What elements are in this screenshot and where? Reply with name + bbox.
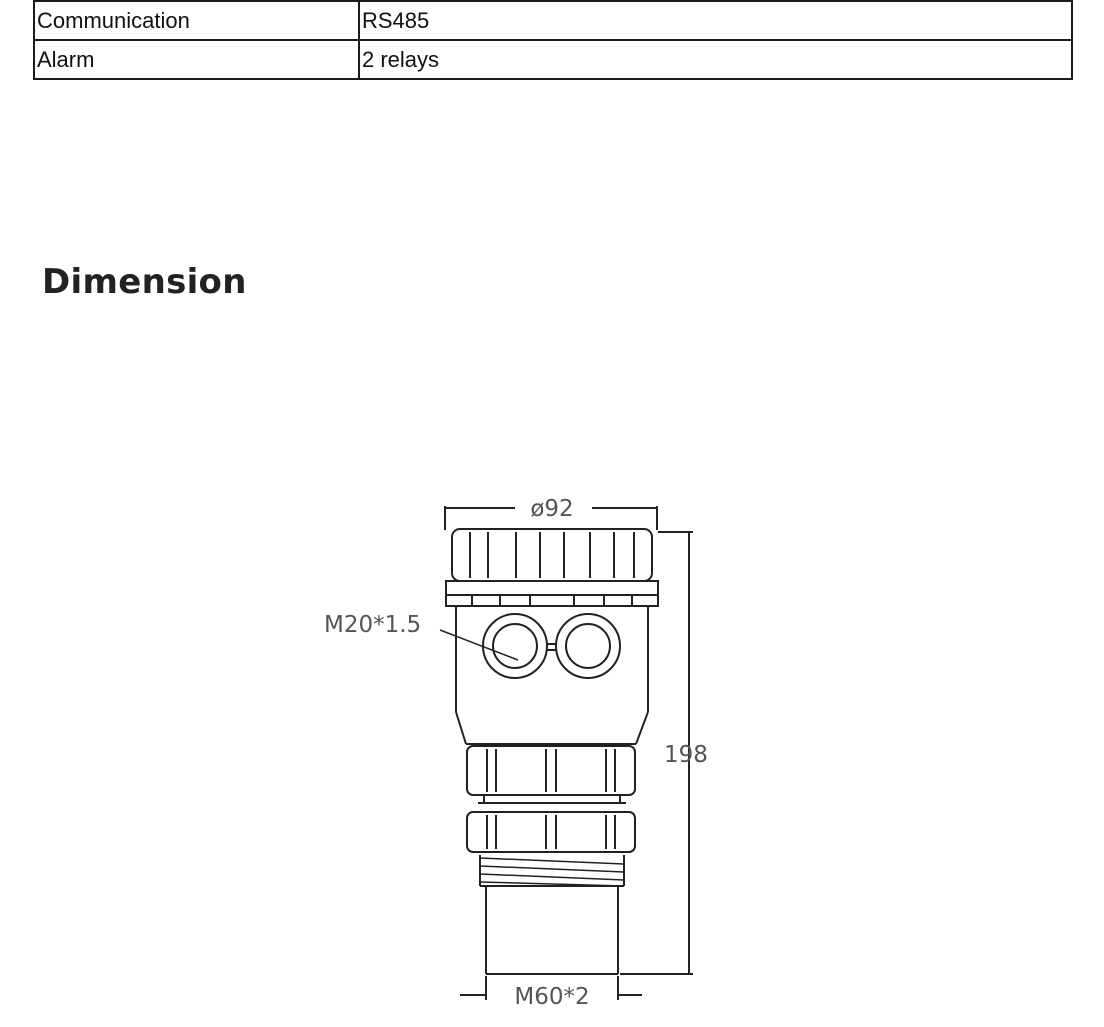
mount-thread-label: M60*2 (514, 984, 589, 1010)
spec-value: RS485 (358, 0, 1073, 41)
sensor-tube (485, 886, 619, 975)
thread (479, 855, 625, 887)
diameter-label: ø92 (530, 496, 573, 522)
gland-leader-line (439, 629, 519, 661)
lower-nut (466, 811, 636, 853)
section-title: Dimension (42, 262, 247, 302)
bottom-dimension (460, 976, 642, 1000)
cap (445, 528, 659, 607)
top-diameter-dimension (444, 506, 658, 530)
neck (478, 794, 626, 804)
height-label: 198 (664, 742, 708, 768)
gland-thread-label: M20*1.5 (324, 612, 421, 638)
spec-value: 2 relays (358, 39, 1073, 80)
spec-label: Alarm (33, 39, 360, 80)
spec-label: Communication (33, 0, 360, 41)
housing (455, 606, 649, 745)
table-row: Alarm 2 relays (33, 39, 1073, 80)
spec-table: Communication RS485 Alarm 2 relays (33, 0, 1073, 80)
cable-gland-holes (482, 613, 621, 679)
height-dimension (620, 531, 693, 975)
upper-nut (466, 745, 636, 796)
table-row: Communication RS485 (33, 0, 1073, 41)
